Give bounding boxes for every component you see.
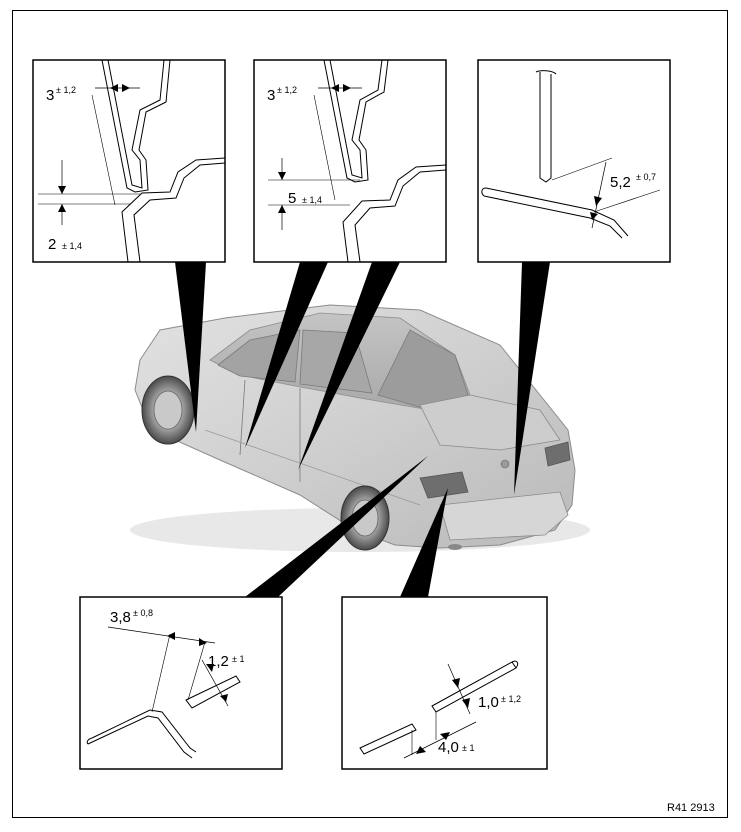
dim-1-2-tolerance: ± 1 bbox=[232, 654, 244, 664]
callout-panel-bottom-left: 3,8 ± 0,8 1,2 ± 1 bbox=[79, 596, 283, 770]
dim-5-2-tolerance: ± 0,7 bbox=[636, 172, 656, 182]
dim-1-0-label: 1,0 bbox=[478, 694, 499, 711]
reference-code: R41 2913 bbox=[667, 802, 715, 814]
callout-panel-top-right: 5,2 ± 0,7 bbox=[477, 59, 671, 263]
dim-4-0-label: 4,0 bbox=[438, 739, 459, 756]
dim-5-tolerance: ± 1,4 bbox=[302, 195, 322, 205]
dim-3-label-2: 3 bbox=[267, 87, 275, 104]
dim-1-0-tolerance: ± 1,2 bbox=[501, 694, 521, 704]
dim-3-label: 3 bbox=[46, 87, 54, 104]
dim-1-2-label: 1,2 bbox=[208, 653, 229, 670]
dim-5-label: 5 bbox=[288, 190, 296, 207]
dim-3-8-tolerance: ± 0,8 bbox=[133, 608, 153, 618]
dim-3-tolerance: ± 1,2 bbox=[56, 85, 76, 95]
dim-3-8-label: 3,8 bbox=[110, 609, 131, 626]
callout-panel-bottom-right: 1,0 ± 1,2 4,0 ± 1 bbox=[341, 596, 548, 770]
callout-panel-top-middle: 3 ± 1,2 5 ± 1,4 bbox=[253, 59, 447, 263]
dim-2-label: 2 bbox=[48, 236, 56, 253]
dim-3-tolerance-2: ± 1,2 bbox=[277, 85, 297, 95]
diagram-frame bbox=[12, 10, 728, 818]
dim-4-0-tolerance: ± 1 bbox=[462, 743, 474, 753]
dim-2-tolerance: ± 1,4 bbox=[62, 241, 82, 251]
callout-panel-top-left: 3 ± 1,2 2 ± 1,4 bbox=[32, 59, 226, 263]
pointer-wedges bbox=[175, 262, 550, 597]
dim-5-2-label: 5,2 bbox=[610, 174, 631, 191]
